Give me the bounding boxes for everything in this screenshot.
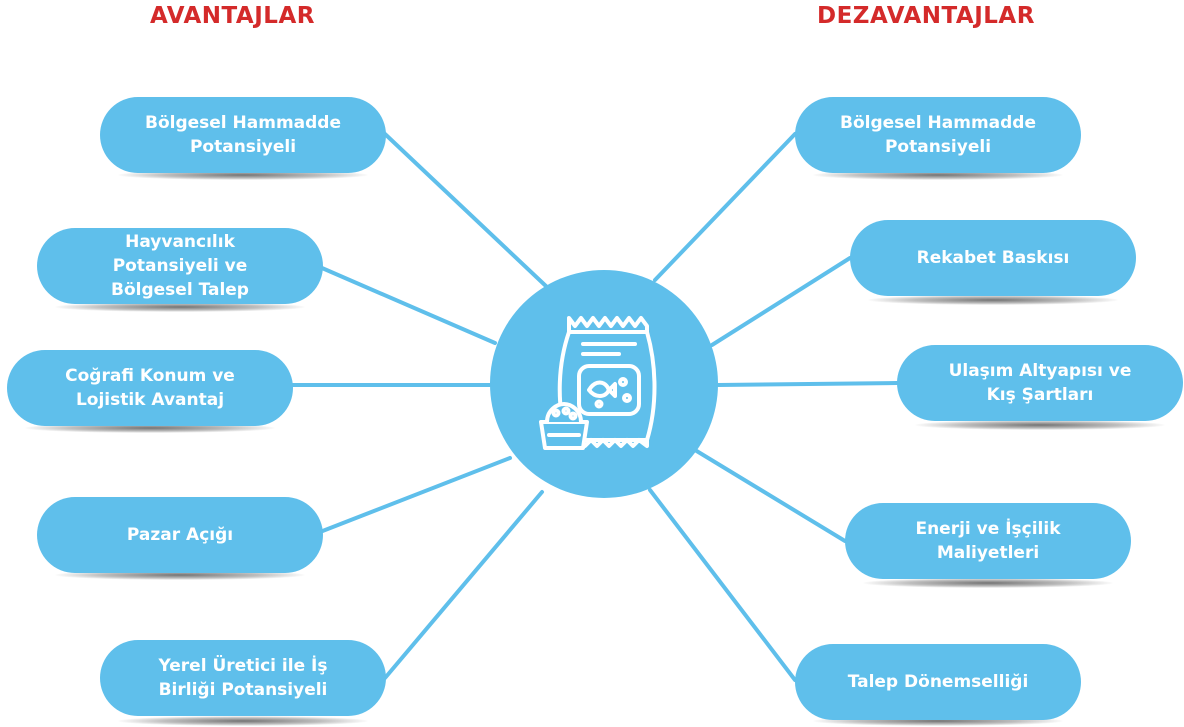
advantage-label: Bölgesel Hammadde Potansiyeli [144,113,342,157]
node-shadow [118,716,368,726]
advantage-node-4: Pazar Açığı [37,497,323,573]
connector-dis-4 [693,448,847,543]
advantage-label: Coğrafi Konum ve Lojistik Avantaj [65,366,235,410]
connector-dis-2 [710,256,852,347]
disadvantage-label: Talep Dönemselliği [847,672,1029,692]
node-shadow [868,295,1118,305]
connector-adv-2 [320,266,497,345]
feed-bag-icon [539,312,669,456]
node-shadow [25,423,275,433]
connector-adv-4 [318,456,512,534]
node-shadow [118,170,368,180]
node-shadow [55,302,305,312]
advantages-heading: AVANTAJLAR [150,3,315,29]
disadvantage-label: Ulaşım Altyapısı ve Kış Şartları [948,361,1132,405]
node-shadow [813,170,1063,180]
disadvantages-heading: DEZAVANTAJLAR [817,3,1035,29]
connector-dis-1 [653,132,797,282]
disadvantage-node-4: Enerji ve İşçilik Maliyetleri [845,503,1131,579]
advantage-label: Yerel Üretici ile İş Birliği Potansiyeli [158,656,328,700]
disadvantage-node-5: Talep Dönemselliği [795,644,1081,720]
node-shadow [813,716,1063,726]
disadvantage-label: Bölgesel Hammadde Potansiyeli [839,113,1037,157]
advantage-label: Hayvancılık Potansiyeli ve Bölgesel Tale… [111,232,249,300]
disadvantage-label: Rekabet Baskısı [916,248,1070,268]
node-shadow [915,420,1165,430]
connector-dis-5 [648,488,797,682]
disadvantage-label: Enerji ve İşçilik Maliyetleri [915,519,1061,563]
disadvantage-node-1: Bölgesel Hammadde Potansiyeli [795,97,1081,173]
advantage-label: Pazar Açığı [126,525,234,545]
connector-adv-1 [383,132,550,290]
disadvantage-node-3: Ulaşım Altyapısı ve Kış Şartları [897,345,1183,421]
advantage-node-2: Hayvancılık Potansiyeli ve Bölgesel Tale… [37,228,323,304]
connector-dis-3 [716,381,899,387]
node-shadow [863,578,1113,588]
connector-adv-5 [383,490,544,680]
center-hub [490,270,718,498]
advantage-node-3: Coğrafi Konum ve Lojistik Avantaj [7,350,293,426]
disadvantage-node-2: Rekabet Baskısı [850,220,1136,296]
advantage-node-1: Bölgesel Hammadde Potansiyeli [100,97,386,173]
advantage-node-5: Yerel Üretici ile İş Birliği Potansiyeli [100,640,386,716]
node-shadow [55,570,305,580]
